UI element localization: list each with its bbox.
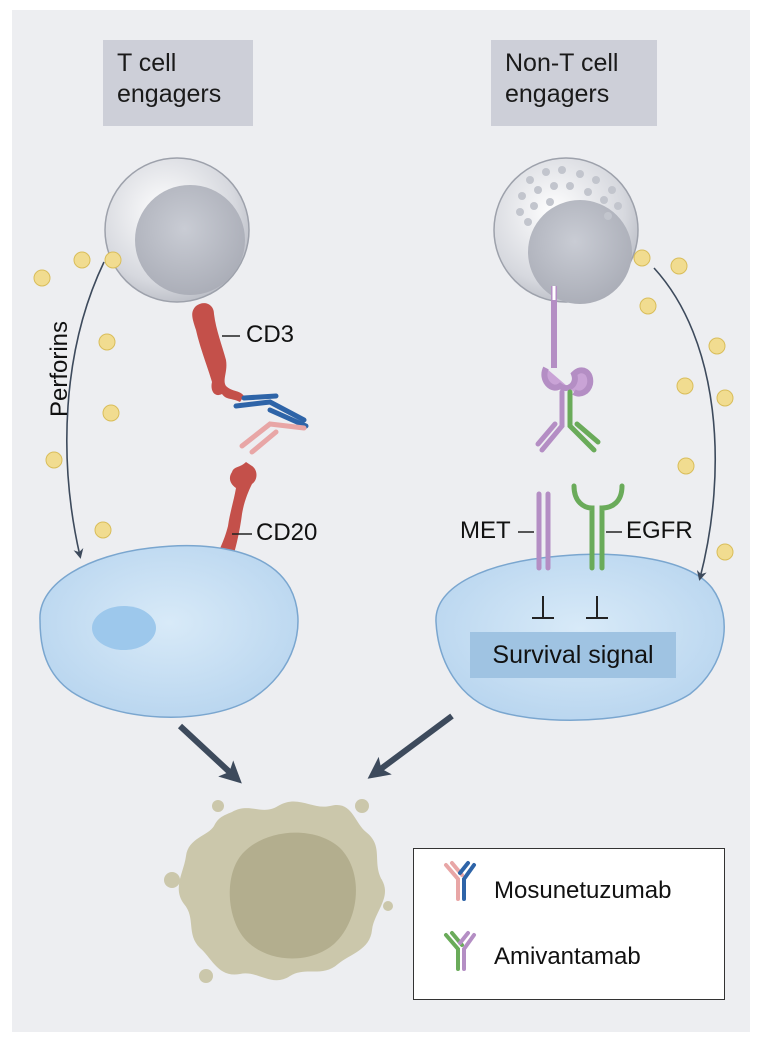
egfr-receptor <box>571 483 625 571</box>
non-t-cell <box>493 157 639 304</box>
legend-mosunetuzumab-icon <box>444 861 476 901</box>
perforins-label: Perforins <box>46 320 74 418</box>
header-t-cell-engagers: T cell engagers <box>103 40 253 126</box>
header-left-line1: T cell <box>117 49 177 77</box>
header-left-line2: engagers <box>117 80 222 108</box>
met-label: MET <box>460 517 511 544</box>
met-receptor <box>536 491 551 571</box>
kill-arrow-right <box>367 713 454 779</box>
legend-icons <box>444 861 476 971</box>
perforin-arrow-right <box>653 267 716 581</box>
cd20-receptor <box>214 462 257 568</box>
perforin-dots-left <box>33 251 122 539</box>
perforin-dots-right <box>633 249 734 561</box>
mosunetuzumab-antibody <box>233 393 309 455</box>
legend-label-amivantamab: Amivantamab <box>494 943 641 970</box>
cd3-label: CD3 <box>246 321 295 348</box>
fc-receptor <box>541 286 594 397</box>
cd20-label: CD20 <box>256 519 318 546</box>
t-cell <box>104 157 250 303</box>
legend-amivantamab-icon <box>444 931 476 971</box>
tumor-cell-left <box>39 544 299 718</box>
perforin-arrow-left <box>66 261 105 559</box>
egfr-label: EGFR <box>626 517 693 544</box>
legend: Mosunetuzumab Amivantamab <box>413 848 725 1000</box>
survival-signal-box: Survival signal <box>470 632 676 678</box>
amivantamab-antibody <box>535 389 601 453</box>
header-right-line1: Non-T cell <box>505 49 619 77</box>
inhibition-marks <box>532 596 608 619</box>
legend-label-mosunetuzumab: Mosunetuzumab <box>494 877 672 904</box>
header-right-line2: engagers <box>505 80 610 108</box>
cd3-receptor <box>192 303 244 402</box>
dead-cell <box>164 799 393 983</box>
kill-arrow-left <box>177 723 242 784</box>
header-non-t-cell-engagers: Non-T cell engagers <box>491 40 657 126</box>
